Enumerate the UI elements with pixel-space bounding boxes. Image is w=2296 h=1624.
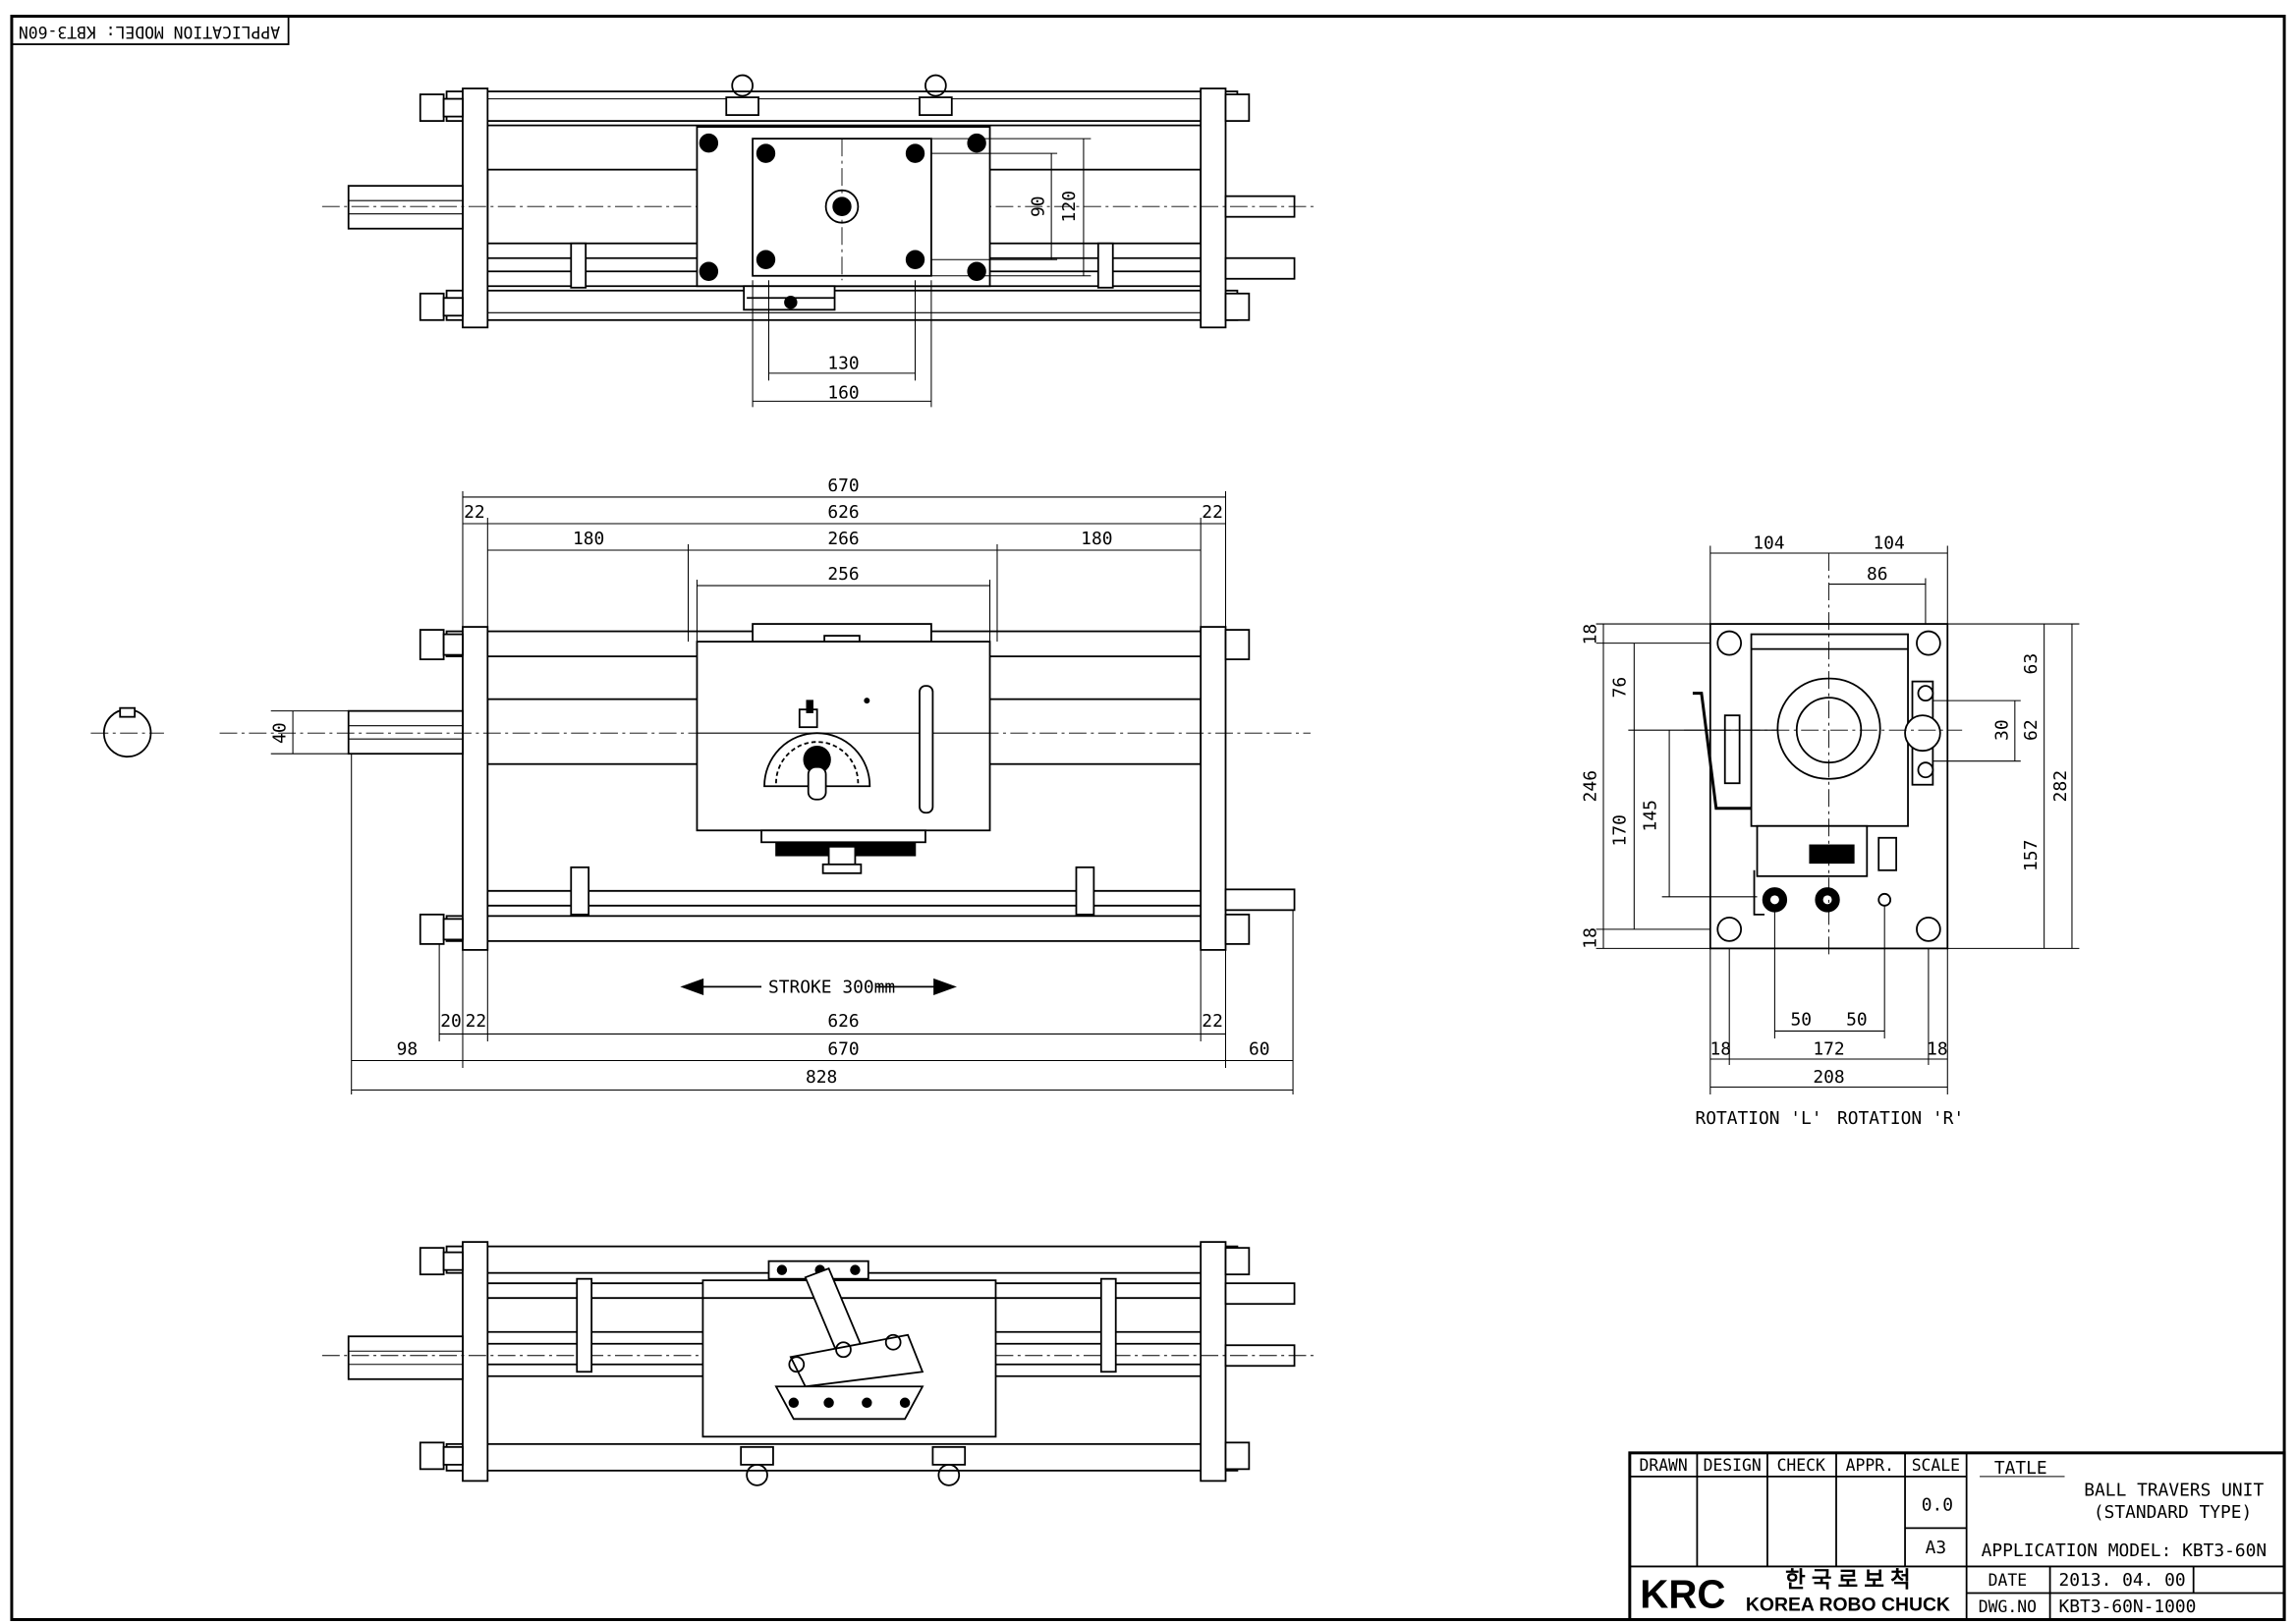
title-line-1: BALL TRAVERS UNIT	[2084, 1480, 2264, 1500]
side-dim-86: 86	[1867, 564, 1888, 585]
side-dim-50-right: 50	[1846, 1009, 1868, 1030]
side-dim-157: 157	[2021, 840, 2042, 872]
front-dim-626-bottom: 626	[827, 1011, 859, 1032]
front-dim-40: 40	[270, 722, 291, 744]
front-dim-22-bottom-left: 22	[466, 1011, 487, 1032]
application-model-tag: APPLICATION MODEL: KBT3-60N	[11, 15, 290, 45]
front-dim-828: 828	[806, 1067, 837, 1088]
top-dim-130: 130	[827, 353, 859, 373]
title-block: DRAWN DESIGN CHECK APPR. SCALE 0.0 A3 TA…	[1628, 1451, 2286, 1621]
side-rotation-l: ROTATION 'L'	[1695, 1108, 1821, 1129]
bottom-view	[321, 1241, 1318, 1486]
title-line-2: (STANDARD TYPE)	[2094, 1502, 2252, 1523]
side-dim-63: 63	[2021, 653, 2042, 675]
top-dim-90: 90	[1029, 196, 1049, 217]
side-dim-172: 172	[1813, 1038, 1844, 1059]
top-dim-160: 160	[827, 382, 859, 403]
front-dim-22-bottom-right: 22	[1202, 1011, 1223, 1032]
side-dim-282: 282	[2050, 770, 2071, 803]
front-view: STROKE 300mm 670 626 22 22 180 266 180 2…	[90, 476, 1311, 1095]
date-value: 2013. 04. 00	[2059, 1570, 2186, 1591]
front-stroke-label: STROKE 300mm	[768, 977, 895, 997]
front-dim-266: 266	[827, 529, 859, 549]
side-dim-18-bottom-a: 18	[1709, 1038, 1731, 1059]
front-dim-180-right: 180	[1081, 529, 1112, 549]
side-dim-18-top-left: 18	[1581, 624, 1601, 645]
krc-logo: KRC	[1640, 1571, 1725, 1616]
title-application-model: APPLICATION MODEL: KBT3-60N	[1982, 1540, 2268, 1561]
company-name-english: KOREA ROBO CHUCK	[1746, 1594, 1950, 1615]
side-dim-62: 62	[2021, 719, 2042, 741]
side-dim-170: 170	[1609, 814, 1630, 847]
title-label: TATLE	[1994, 1458, 2047, 1479]
title-header-appr: APPR.	[1846, 1456, 1894, 1475]
front-dim-670-bottom: 670	[827, 1038, 859, 1059]
side-dim-18-bottom-b: 18	[1927, 1038, 1948, 1059]
side-dim-18-bottom-left: 18	[1581, 927, 1601, 949]
side-dim-208: 208	[1813, 1067, 1844, 1088]
front-dim-22-top-left: 22	[464, 502, 485, 523]
front-dim-20: 20	[440, 1011, 462, 1032]
application-model-tag-text: APPLICATION MODEL: KBT3-60N	[19, 23, 280, 41]
side-dim-145: 145	[1641, 800, 1661, 832]
company-name-korean: 한 국 로 보 척	[1785, 1567, 1911, 1592]
side-view: 104 104 86 18 246 18 76 170 145 63 30 62…	[1581, 532, 2080, 1129]
front-dim-60: 60	[1249, 1038, 1270, 1059]
title-scale-value: 0.0	[1922, 1494, 1953, 1515]
top-view: 130 160 90 120	[321, 74, 1318, 408]
side-rotation-r: ROTATION 'R'	[1837, 1108, 1964, 1129]
front-dim-256: 256	[827, 564, 859, 585]
side-dim-50-left: 50	[1790, 1009, 1812, 1030]
title-paper-size: A3	[1926, 1538, 1947, 1558]
front-dim-98: 98	[397, 1038, 419, 1059]
top-dim-120: 120	[1059, 191, 1080, 223]
drawing-frame	[10, 15, 2286, 1621]
title-header-drawn: DRAWN	[1639, 1456, 1687, 1475]
dwg-no-label: DWG.NO	[1979, 1597, 2037, 1616]
side-dim-104-left: 104	[1753, 532, 1784, 553]
front-dim-670-top: 670	[827, 476, 859, 496]
front-dim-626-top: 626	[827, 502, 859, 523]
front-dim-180-left: 180	[573, 529, 604, 549]
side-dim-246: 246	[1581, 770, 1601, 803]
title-header-design: DESIGN	[1704, 1456, 1762, 1475]
title-header-check: CHECK	[1777, 1456, 1825, 1475]
date-label: DATE	[1988, 1571, 2027, 1590]
dwg-no-value: KBT3-60N-1000	[2059, 1596, 2197, 1617]
front-dim-22-top-right: 22	[1202, 502, 1223, 523]
title-header-scale: SCALE	[1912, 1456, 1960, 1475]
side-dim-104-right: 104	[1874, 532, 1905, 553]
side-dim-30: 30	[1991, 719, 2012, 741]
side-dim-76: 76	[1609, 677, 1630, 699]
